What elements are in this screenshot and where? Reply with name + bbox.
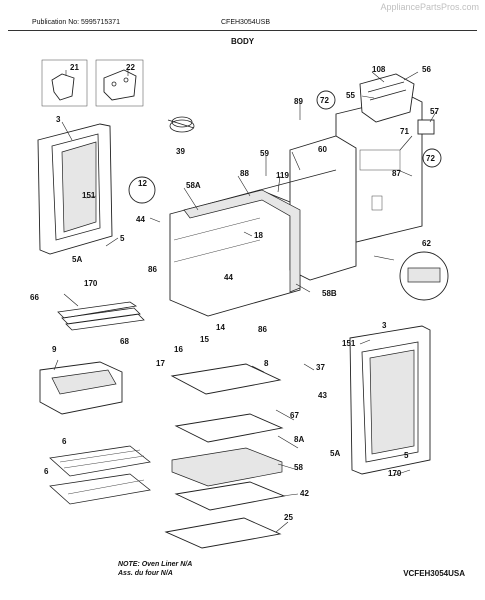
callout-66: 66 — [30, 293, 39, 302]
callout-42: 42 — [300, 489, 309, 498]
callout-6-top: 6 — [62, 437, 67, 446]
leader-lines — [53, 70, 437, 533]
oven-door-left — [37, 123, 113, 255]
callout-170-right: 170 — [388, 469, 402, 478]
callout-5-right: 5 — [404, 451, 409, 460]
callout-12: 12 — [138, 179, 147, 188]
rear-panel-71 — [335, 95, 423, 245]
callout-88: 88 — [240, 169, 249, 178]
callout-151-left: 151 — [82, 191, 96, 200]
part-22-bracket — [95, 59, 144, 107]
model-number: CFEH3054USB — [221, 19, 271, 26]
callout-119: 119 — [276, 171, 289, 180]
callout-62: 62 — [422, 239, 431, 248]
callout-3-right: 3 — [382, 321, 387, 330]
part-9-drawer — [39, 361, 123, 415]
callout-56: 56 — [422, 65, 431, 74]
part-57-plate — [417, 119, 435, 135]
callout-58B: 58B — [322, 289, 337, 298]
callout-43: 43 — [318, 391, 327, 400]
oven-racks-6 — [49, 445, 151, 505]
callout-6-bottom: 6 — [44, 467, 49, 476]
callout-86-a: 86 — [148, 265, 157, 274]
callout-87: 87 — [392, 169, 401, 178]
note-line-english: NOTE: Oven Liner N/A — [118, 561, 193, 568]
callout-18: 18 — [254, 231, 263, 240]
part-39-coil — [167, 116, 195, 133]
callout-3-left: 3 — [56, 115, 61, 124]
part-72-knob-a — [316, 90, 336, 110]
callout-8: 8 — [264, 359, 269, 368]
callout-72-a: 72 — [320, 96, 329, 105]
callout-37: 37 — [316, 363, 325, 372]
insulation-58 — [183, 189, 301, 293]
callout-86-b: 86 — [258, 325, 267, 334]
callout-44-b: 44 — [224, 273, 233, 282]
callout-39: 39 — [176, 147, 185, 156]
oven-cabinet-body — [169, 135, 357, 317]
part-12-detail — [128, 176, 156, 204]
callout-25: 25 — [284, 513, 293, 522]
callout-9: 9 — [52, 345, 57, 354]
part-62-terminal-block — [399, 251, 449, 301]
callout-57: 57 — [430, 107, 439, 116]
callout-5A-left: 5A — [72, 255, 82, 264]
oven-liner-note: NOTE: Oven Liner N/A Ass. du four N/A — [118, 560, 192, 578]
callout-58A: 58A — [186, 181, 201, 190]
callout-89: 89 — [294, 97, 303, 106]
callout-71: 71 — [400, 127, 409, 136]
callout-67: 67 — [290, 411, 299, 420]
callout-5-left: 5 — [120, 234, 125, 243]
callout-17: 17 — [156, 359, 165, 368]
callout-55: 55 — [346, 91, 355, 100]
publication-number: Publication No: 5995715371 — [32, 19, 120, 26]
callout-15: 15 — [200, 335, 209, 344]
callout-21: 21 — [70, 63, 79, 72]
callout-22: 22 — [126, 63, 135, 72]
callout-59: 59 — [260, 149, 269, 158]
part-21-bracket — [41, 59, 88, 107]
bake-element-66 — [57, 301, 145, 331]
header-rule — [8, 30, 477, 31]
callout-16: 16 — [174, 345, 183, 354]
callout-68: 68 — [120, 337, 129, 346]
callout-151-right: 151 — [342, 339, 356, 348]
callout-60: 60 — [318, 145, 327, 154]
oven-bottom-stack — [164, 363, 286, 549]
part-72-knob-b — [422, 148, 442, 168]
callout-14: 14 — [216, 323, 225, 332]
control-bracket-56 — [359, 73, 415, 123]
callout-108: 108 — [372, 65, 386, 74]
callout-72-b: 72 — [426, 154, 435, 163]
callout-44-a: 44 — [136, 215, 145, 224]
diagram-title: BODY — [231, 37, 255, 46]
callout-5A-right: 5A — [330, 449, 340, 458]
callout-170-left: 170 — [84, 279, 98, 288]
diagram-code: VCFEH3054USA — [403, 569, 465, 578]
note-line-french: Ass. du four N/A — [118, 570, 173, 577]
callout-8A: 8A — [294, 435, 304, 444]
watermark: AppliancePartsPros.com — [380, 2, 479, 12]
callout-58: 58 — [294, 463, 303, 472]
oven-door-right — [349, 325, 431, 475]
